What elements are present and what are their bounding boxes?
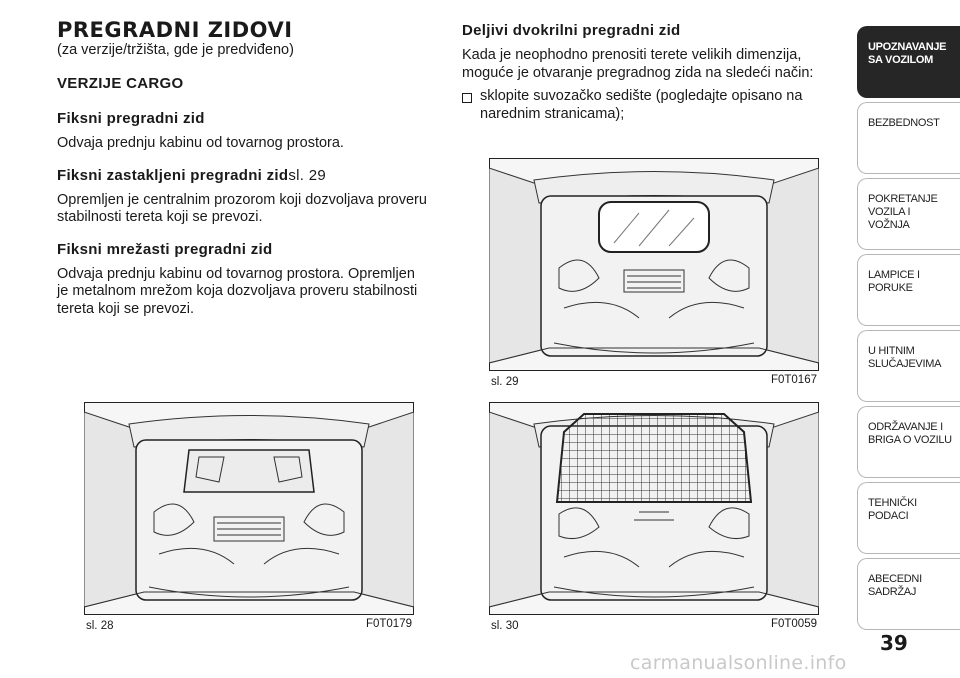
tab-u-hitnim-slucajevima[interactable]: U HITNIM SLUČAJEVIMA xyxy=(857,330,960,402)
fixed-text: Odvaja prednju kabinu od tovarnog prosto… xyxy=(57,135,344,151)
figure-30-code: F0T0059 xyxy=(770,618,817,630)
fixed-heading: Fiksni pregradni zid xyxy=(57,110,205,127)
tab-lampice-i-poruke[interactable]: LAMPICE I PORUKE xyxy=(857,254,960,326)
cargo-heading: VERZIJE CARGO xyxy=(57,75,184,92)
page-number: 39 xyxy=(880,631,908,655)
mesh-heading: Fiksni mrežasti pregradni zid xyxy=(57,240,273,258)
page-subtitle: (za verzije/tržišta, gde je predviđeno) xyxy=(57,42,294,58)
figure-29-label: sl. 29 xyxy=(491,376,519,388)
mesh-text: Odvaja prednju kabinu od tovarnog prosto… xyxy=(57,265,418,317)
figure-29: sl. 29 F0T0167 xyxy=(489,158,819,388)
figure-28: sl. 28 F0T0179 xyxy=(84,402,414,632)
figure-28-illustration xyxy=(84,402,414,615)
figure-30-illustration xyxy=(489,402,819,615)
figure-28-code: F0T0179 xyxy=(365,618,412,630)
split-partition-text: Kada je neophodno prenositi terete velik… xyxy=(462,47,814,81)
tab-upoznavanje-sa-vozilom[interactable]: UPOZNAVANJE SA VOZILOM xyxy=(857,26,960,98)
figure-29-illustration xyxy=(489,158,819,371)
checkbox-bullet-icon xyxy=(462,93,472,103)
glazed-figure-ref: sl. 29 xyxy=(288,166,326,184)
bullet-text: sklopite suvozačko sedište (pogledajte o… xyxy=(480,88,803,122)
tab-bezbednost[interactable]: BEZBEDNOST xyxy=(857,102,960,174)
figure-29-code: F0T0167 xyxy=(770,374,817,386)
split-partition-heading: Deljivi dvokrilni pregradni zid xyxy=(462,22,681,39)
page-title: PREGRADNI ZIDOVI xyxy=(57,18,293,42)
glazed-heading: Fiksni zastakljeni pregradni zidsl. 29 xyxy=(57,167,429,185)
tab-abecedni-sadrzaj[interactable]: ABECEDNI SADRŽAJ xyxy=(857,558,960,630)
tab-tehnicki-podaci[interactable]: TEHNIČKI PODACI xyxy=(857,482,960,554)
watermark: carmanualsonline.info xyxy=(630,652,847,674)
tab-odrzavanje[interactable]: ODRŽAVANJE I BRIGA O VOZILU xyxy=(857,406,960,478)
right-column: Deljivi dvokrilni pregradni zid Kada je … xyxy=(462,22,842,123)
tab-pokretanje-vozila[interactable]: POKRETANJE VOZILA I VOŽNJA xyxy=(857,178,960,250)
left-column: PREGRADNI ZIDOVI (za verzije/tržišta, gd… xyxy=(57,18,429,332)
figure-30-label: sl. 30 xyxy=(491,620,519,632)
glazed-text: Opremljen je centralnim prozorom koji do… xyxy=(57,191,427,226)
bullet-item: sklopite suvozačko sedište (pogledajte o… xyxy=(462,88,842,123)
figure-30: sl. 30 F0T0059 xyxy=(489,402,819,632)
figure-28-label: sl. 28 xyxy=(86,620,114,632)
chapter-sidebar: UPOZNAVANJE SA VOZILOM BEZBEDNOST POKRET… xyxy=(857,0,960,678)
glazed-heading-text: Fiksni zastakljeni pregradni zid xyxy=(57,166,289,184)
